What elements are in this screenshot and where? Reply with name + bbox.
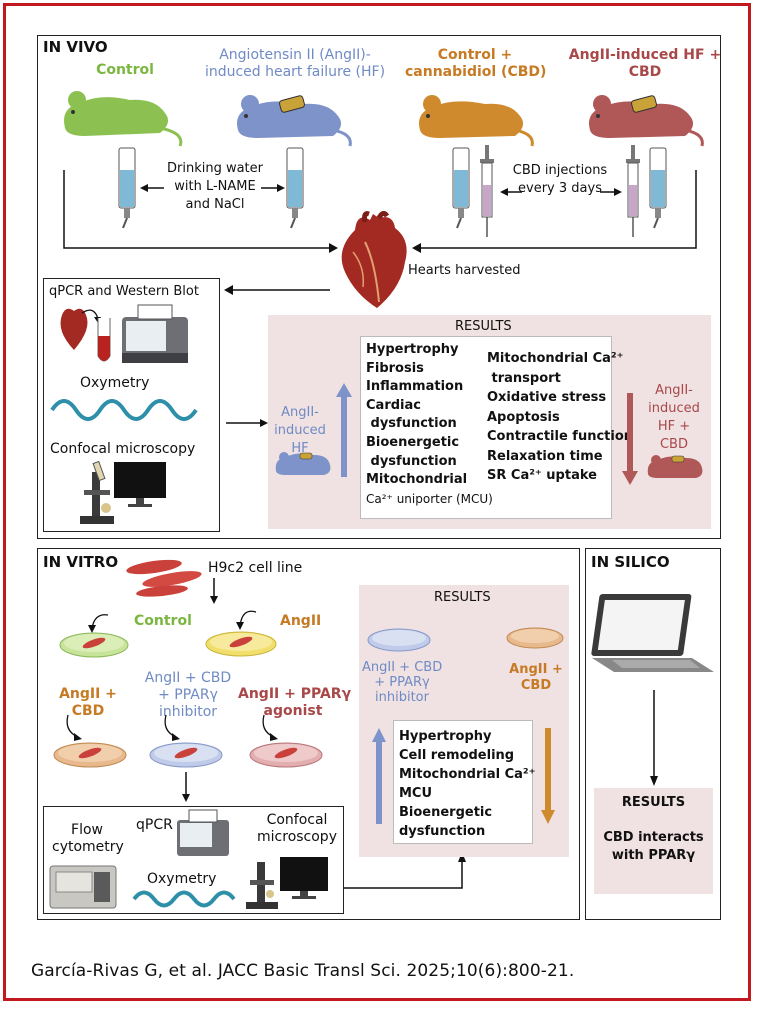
microscope-icon: [246, 862, 278, 909]
laptop-to-results-arrow: [650, 690, 658, 786]
petri-dish-ppar-inhibitor-icon: [149, 714, 223, 768]
rat-angii-cbd-icon: [589, 95, 704, 147]
in-vitro-oxymetry-label: Oxymetry: [147, 871, 217, 887]
heart-sample-icon: [60, 308, 101, 350]
water-bottle-icon: [452, 147, 470, 229]
pcr-machine-icon: [122, 304, 188, 363]
down-arrow-icon: [541, 728, 555, 824]
heart-icon: [341, 210, 407, 308]
flow-cytometer-icon: [49, 865, 117, 909]
water-bottle-icon: [286, 147, 304, 229]
group-label-angii-hf: Angiotensin II (AngII)-induced heart fai…: [204, 47, 386, 80]
rat-angii-small-icon: [275, 452, 331, 475]
in-vivo-heading: IN VIVO: [43, 38, 108, 56]
hearts-harvested-label: Hearts harvested: [408, 263, 521, 278]
group-label-angii-cbd: AngII-induced HF +CBD: [568, 47, 722, 80]
petri-dish-control-icon: [59, 614, 129, 658]
in-vitro-results-title: RESULTS: [434, 590, 491, 605]
in-silico-heading: IN SILICO: [591, 553, 670, 571]
qpcr-western-blot-label: qPCR and Western Blot: [49, 284, 199, 299]
syringe-icon: [626, 145, 640, 237]
water-bottle-icon: [118, 147, 136, 229]
qpcr-label: qPCR: [136, 817, 173, 833]
in-vivo-results-list: [360, 336, 612, 519]
citation: García-Rivas G, et al. JACC Basic Transl…: [31, 961, 575, 981]
in-vivo-results-col2: Mitochondrial Ca²⁺ transport Oxidative s…: [487, 351, 634, 483]
petri-dish-angii-cbd-icon: [53, 714, 127, 768]
group-label-control-cbd: Control +cannabidiol (CBD): [405, 47, 547, 80]
oxymetry-label: Oxymetry: [80, 375, 150, 391]
methods-to-results-arrow: [344, 852, 466, 889]
petri-dish-ppar-agonist-icon: [249, 714, 323, 768]
in-vitro-heading: IN VITRO: [43, 553, 119, 571]
pcr-machine-icon: [177, 809, 229, 856]
rat-angii-cbd-small-icon: [647, 455, 703, 478]
cbd-double-arrow: [500, 188, 622, 196]
petri-dish-orange-small-icon: [506, 627, 564, 649]
dish-label-angii-cbd: AngII +CBD: [59, 686, 117, 719]
cell-line-arrow: [210, 578, 218, 604]
dish-label-angii: AngII: [280, 613, 322, 629]
in-vitro-results-list: [393, 720, 533, 844]
in-silico-results-title: RESULTS: [621, 795, 686, 810]
dish-label-control: Control: [134, 613, 192, 629]
rat-control-cbd-icon: [419, 95, 534, 147]
test-tube-icon: [97, 318, 111, 362]
dishes-to-methods-arrow: [182, 772, 190, 802]
monitor-icon: [280, 857, 328, 899]
syringe-icon: [480, 145, 494, 237]
microscope-icon: [80, 460, 114, 524]
in-vivo-results-col1: Hypertrophy Fibrosis Inflammation Cardia…: [366, 342, 493, 506]
petri-dish-angii-icon: [205, 610, 277, 657]
in-vitro-results-items: Hypertrophy Cell remodeling Mitochondria…: [399, 729, 536, 839]
oxymetry-wave-icon: [50, 399, 198, 421]
laptop-icon: [591, 594, 714, 672]
water-bottle-icon: [649, 147, 667, 229]
flow-lines-to-heart: [63, 170, 697, 295]
monitor-icon: [114, 462, 166, 507]
up-arrow-icon: [372, 728, 386, 824]
up-arrow-icon: [336, 383, 352, 477]
rat-angii-icon: [237, 95, 352, 147]
in-vitro-right-label: AngII +CBD: [509, 662, 563, 693]
group-label-control: Control: [96, 62, 154, 78]
cell-line-label: H9c2 cell line: [208, 560, 303, 576]
rat-control-icon: [64, 91, 183, 147]
cell-line-icon: [126, 559, 202, 597]
figure-frame: [3, 3, 751, 1001]
oxymetry-wave-icon: [132, 890, 236, 908]
petri-dish-blue-small-icon: [367, 628, 431, 652]
down-arrow-icon: [622, 393, 638, 485]
in-vivo-results-title: RESULTS: [455, 319, 512, 334]
methods-to-results-arrow: [226, 419, 268, 427]
in-silico-results-box: [594, 788, 713, 894]
confocal-label: Confocal microscopy: [50, 441, 196, 457]
water-double-arrow: [140, 184, 285, 192]
